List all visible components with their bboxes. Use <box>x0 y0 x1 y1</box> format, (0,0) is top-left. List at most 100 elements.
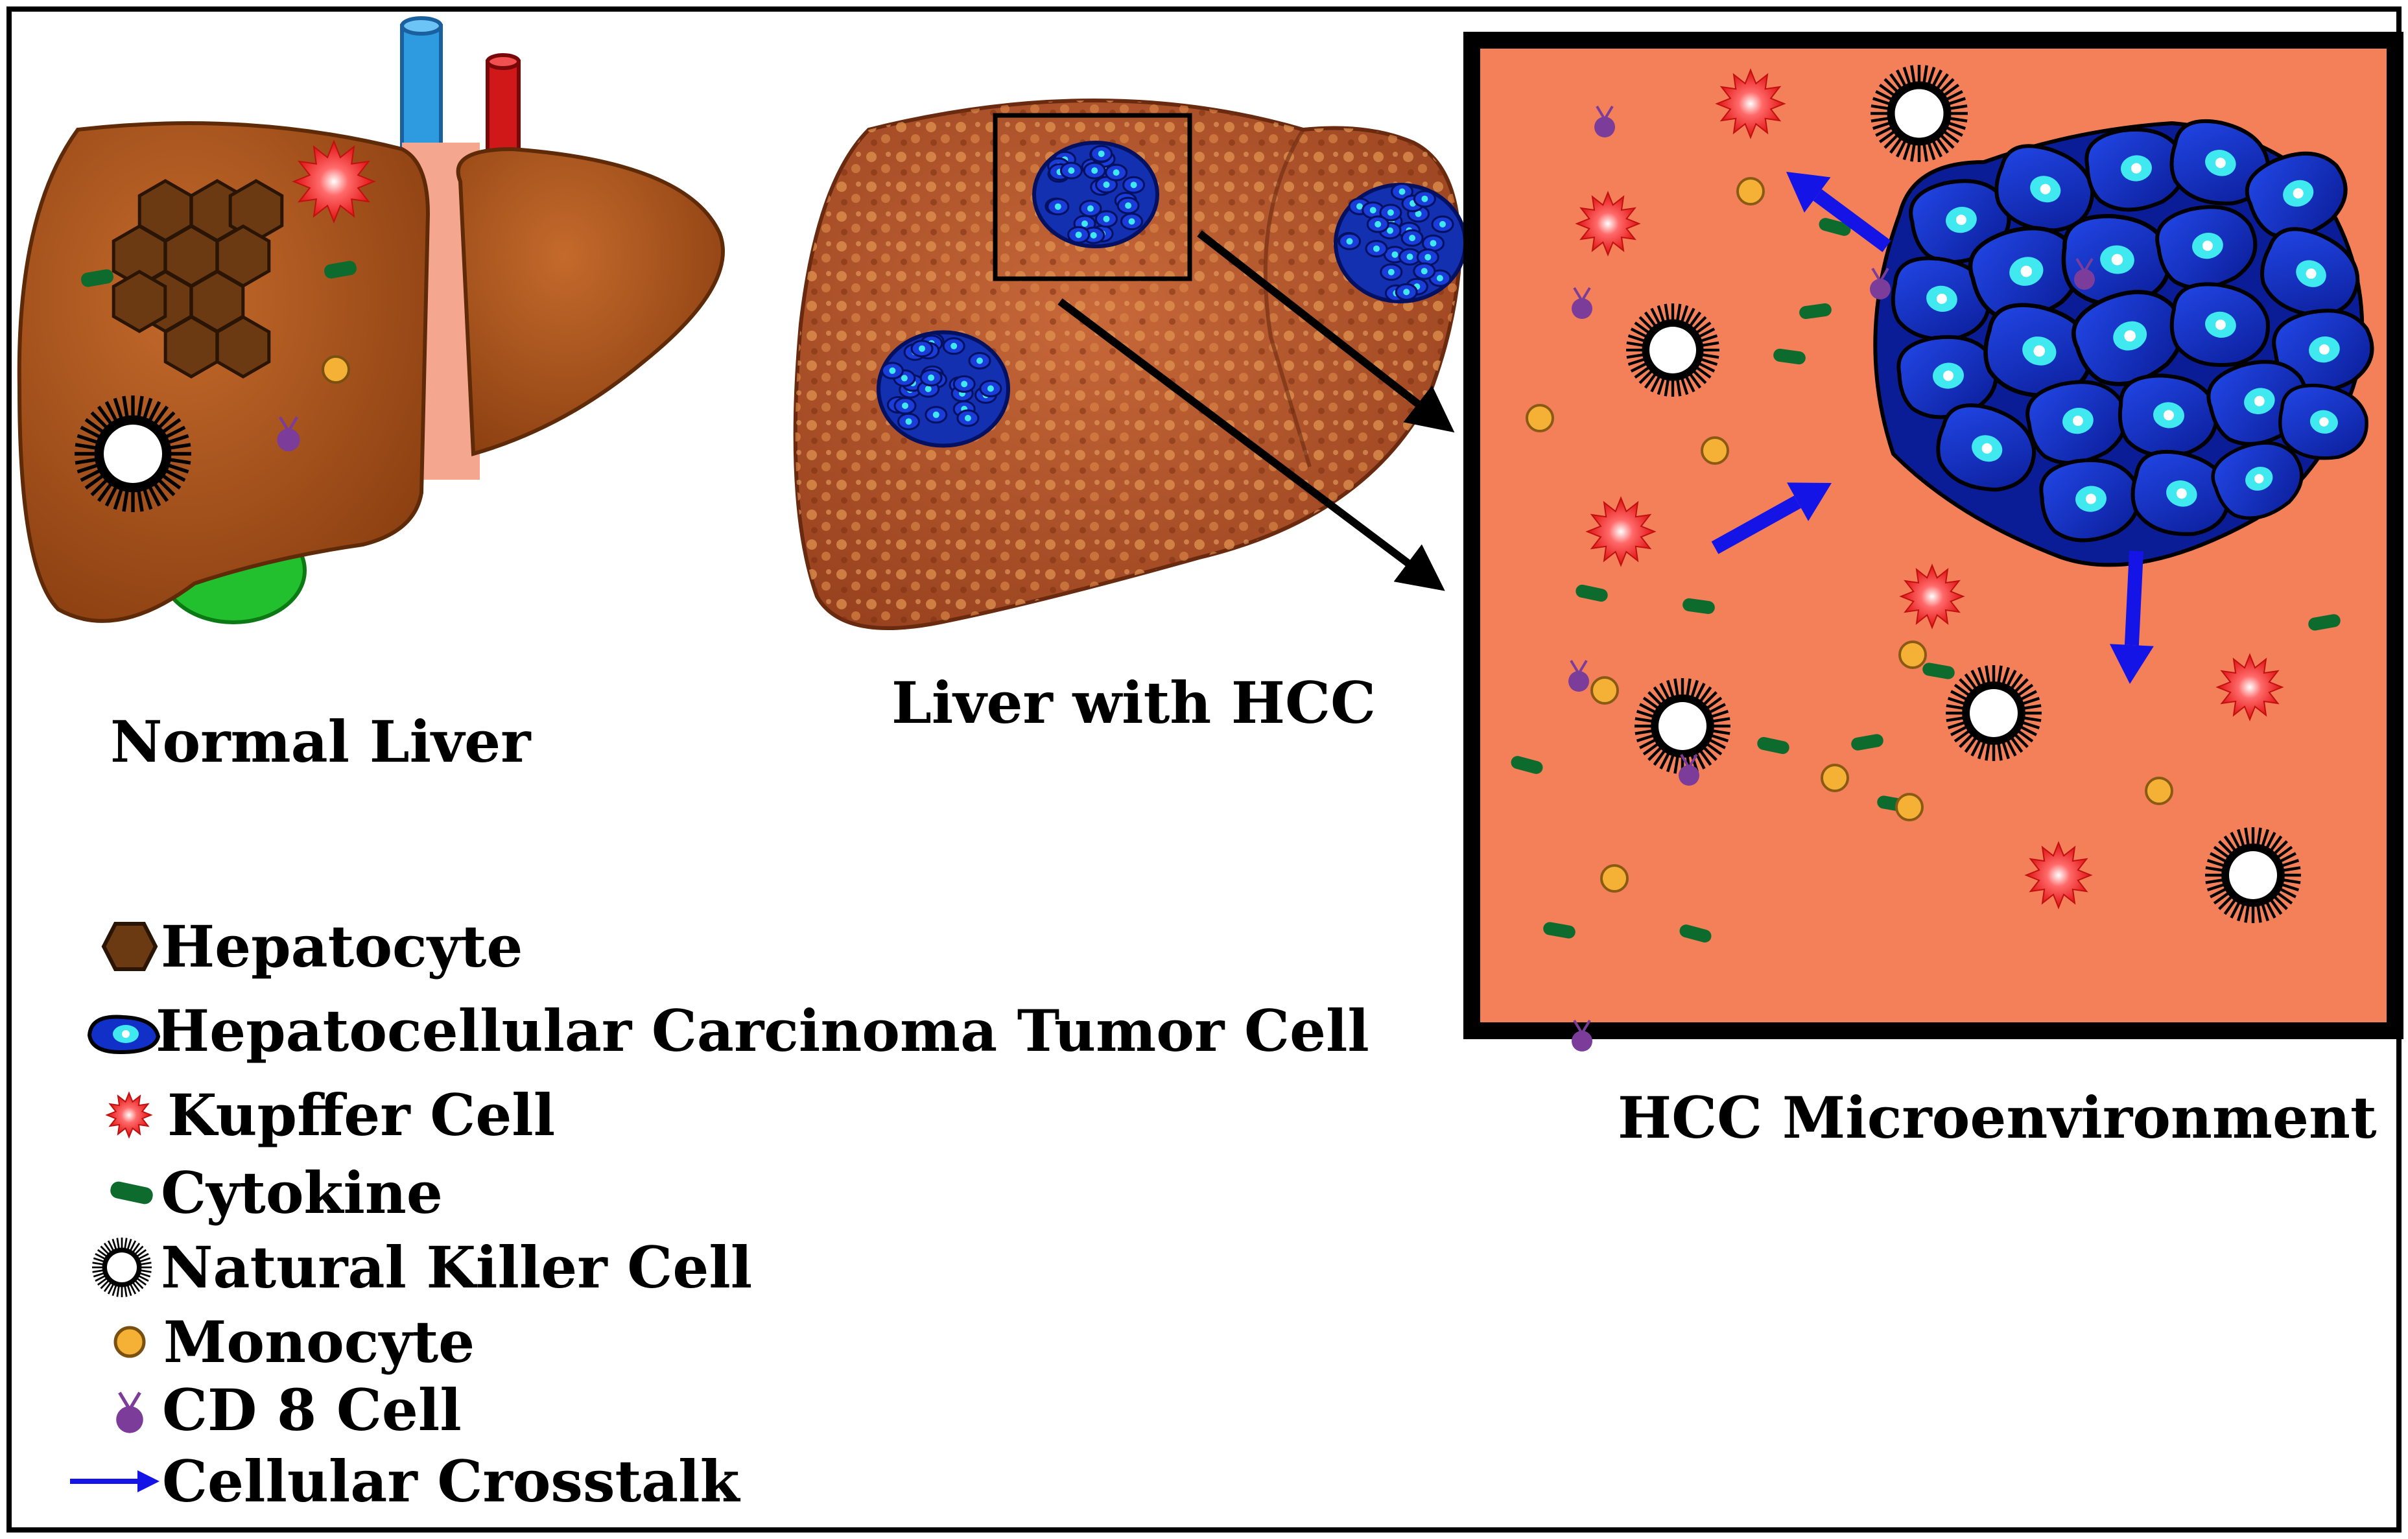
tumor-cell <box>2211 441 2304 520</box>
hepatocyte <box>163 315 219 379</box>
cytokine <box>1511 756 1543 774</box>
caption-hcc-microenvironment: HCC Microenvironment <box>1618 1084 2377 1151</box>
legend-label: Monocyte <box>163 1308 475 1376</box>
crosstalk-arrow-up <box>1786 172 1891 252</box>
cytokine <box>1799 303 1832 320</box>
cd8-cell <box>116 1391 143 1433</box>
tumor-cell <box>1936 403 2036 492</box>
kupffer-cell <box>105 1091 153 1139</box>
hepatocyte-icon <box>101 922 158 971</box>
legend-item-tumor-cell: Hepatocellular Carcinoma Tumor Cell <box>65 995 1369 1066</box>
kupffer-cell <box>1715 68 1786 139</box>
nk-cell <box>1626 303 1719 397</box>
cytokine <box>1679 924 1712 943</box>
normal-liver-nk-cell <box>75 395 191 512</box>
hcc-lobe-divider <box>1263 128 1312 467</box>
monocyte <box>1736 177 1765 206</box>
cd8-cell <box>1679 753 1699 786</box>
normal-liver-cytokine-1 <box>81 269 113 287</box>
normal-liver-illustration <box>17 16 725 624</box>
legend-label: Cytokine <box>161 1159 443 1227</box>
hcc-tumor-cluster-right <box>1334 183 1467 303</box>
cd8-cell <box>1572 287 1592 319</box>
cd8-cell <box>1870 267 1891 300</box>
tumor-cell <box>2155 205 2258 290</box>
red-vessel <box>486 60 521 164</box>
legend-item-kupffer-cell: Kupffer Cell <box>65 1079 1362 1151</box>
legend-label: Hepatocyte <box>161 913 523 980</box>
cd8-cell-icon <box>116 1391 143 1433</box>
cd8-cell <box>1594 105 1615 137</box>
liver-right-lobe <box>456 147 725 456</box>
monocyte <box>1701 436 1729 465</box>
zoom-arrow-lower <box>1057 298 1445 591</box>
crosstalk-arrow-down <box>2109 550 2154 684</box>
cytokine <box>1851 734 1883 751</box>
monocyte <box>1898 640 1927 669</box>
cd8-cell <box>277 416 300 452</box>
blue-vessel <box>400 24 443 164</box>
legend-item-nk-cell: Natural Killer Cell <box>65 1232 1362 1303</box>
cytokine <box>1682 598 1715 615</box>
hepatocyte <box>112 270 167 333</box>
nk-cell <box>1871 65 1968 162</box>
monocyte <box>1895 793 1924 821</box>
cytokine <box>1576 584 1608 602</box>
kupffer-cell <box>2024 841 2093 910</box>
nk-cell <box>1946 665 2042 761</box>
cytokine <box>1757 736 1789 755</box>
cd8-cell <box>1572 1019 1592 1051</box>
legend-item-cd8-cell: CD 8 Cell <box>65 1374 1362 1446</box>
nk-cell <box>2205 827 2301 923</box>
normal-liver-cd8 <box>277 416 300 452</box>
tumor-cell <box>2118 373 2219 458</box>
cytokine <box>1773 348 1806 365</box>
hcc-zoom-box <box>993 113 1192 281</box>
cytokine <box>1922 663 1955 679</box>
legend-item-crosstalk: Cellular Crosstalk <box>65 1446 1362 1517</box>
tumor-cell <box>2245 151 2348 239</box>
hcc-liver-illustration <box>793 99 1467 630</box>
hcc-tumor-cluster-left <box>877 330 1010 448</box>
tumor-cell <box>1891 256 1991 341</box>
tumor-cell <box>1994 144 2095 233</box>
tumor-cell <box>2039 458 2141 543</box>
normal-liver-kupffer <box>292 139 376 224</box>
crosstalk-arrow-in <box>1711 482 1832 554</box>
monocyte <box>1590 676 1619 705</box>
micro-cells <box>1511 65 2341 1051</box>
cytokine <box>2308 614 2341 631</box>
tumor-cell <box>2278 383 2368 460</box>
normal-liver-cytokine-2 <box>324 261 357 279</box>
caption-liver-with-hcc: Liver with HCC <box>891 669 1376 736</box>
legend-item-monocyte: Monocyte <box>65 1306 1362 1378</box>
hepatocyte <box>215 315 271 379</box>
legend-item-cytokine: Cytokine <box>65 1157 1362 1228</box>
kupffer-cell <box>1899 563 1965 629</box>
legend-label: Hepatocellular Carcinoma Tumor Cell <box>156 997 1369 1064</box>
hepatocyte-cluster <box>112 179 284 379</box>
hcc-tumor-cluster-main <box>1032 141 1159 248</box>
monocyte <box>1600 864 1629 893</box>
zoom-arrow-upper <box>1197 230 1455 433</box>
nk-cell <box>92 1238 152 1297</box>
cd8-cell <box>1568 659 1589 692</box>
legend-label: Kupffer Cell <box>167 1081 556 1149</box>
cd8-cell <box>2074 257 2095 290</box>
cytokine <box>1543 922 1576 939</box>
cytokine-icon <box>110 1181 153 1204</box>
kupffer-cell <box>1585 496 1657 567</box>
kupffer-cell <box>2215 653 2284 722</box>
micro-tumor-mass <box>1873 119 2374 567</box>
kupffer-cell-icon <box>105 1091 153 1139</box>
nk-cell <box>1635 678 1730 774</box>
crosstalk-arrow-icon <box>70 1470 159 1492</box>
monocyte-icon <box>113 1326 146 1358</box>
kupffer-cell <box>1575 191 1641 257</box>
tumor-cell <box>2131 449 2231 536</box>
monocyte <box>1821 764 1849 792</box>
legend-label: Cellular Crosstalk <box>162 1448 740 1515</box>
hcc-microenvironment-panel <box>1463 32 2403 1051</box>
kupffer-cell <box>292 139 376 224</box>
